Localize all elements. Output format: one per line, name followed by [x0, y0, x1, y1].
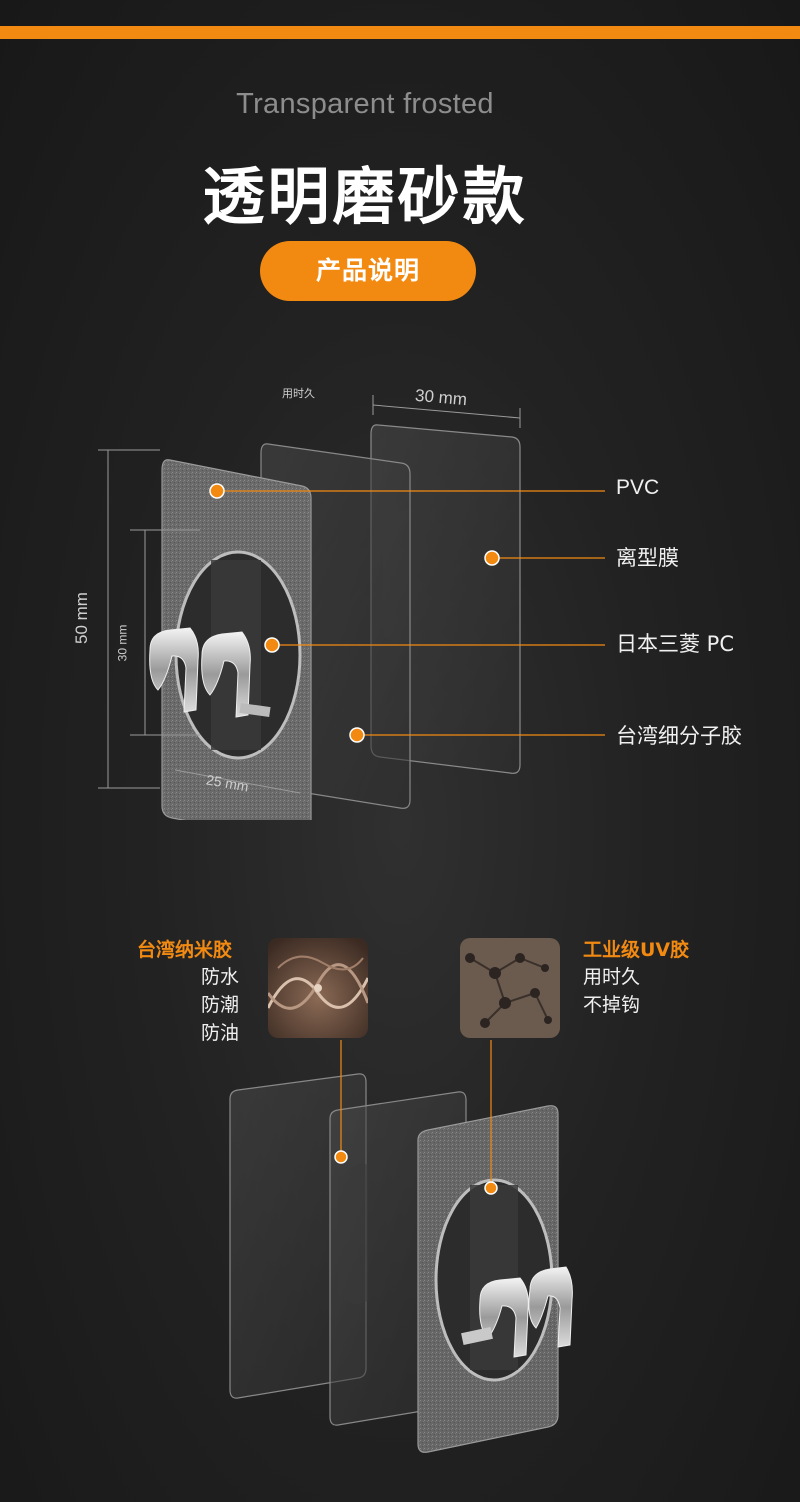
callout-dot-release-film	[484, 550, 500, 566]
right-feature-item: 用时久	[583, 966, 641, 988]
bottom-hook-right	[528, 1266, 573, 1348]
small-note: 用时久	[282, 387, 315, 400]
right-feature-title: 工业级UV胶	[583, 939, 690, 961]
layer-label-pvc: PVC	[616, 476, 660, 499]
nano-glue-image	[268, 938, 368, 1038]
uv-glue-image	[460, 938, 560, 1038]
bottom-callout-dot-left	[334, 1150, 348, 1164]
chinese-title: 透明磨砂款	[202, 160, 528, 233]
hook-left	[149, 627, 199, 713]
layer-label-pc: 日本三菱 PC	[616, 632, 735, 656]
left-feature-item: 防水	[201, 966, 240, 988]
right-feature-item: 不掉钩	[583, 994, 641, 1016]
left-feature-item: 防潮	[201, 994, 240, 1016]
hook-right	[201, 631, 251, 718]
bottom-callout-dot-right	[484, 1181, 498, 1195]
bottom-layer-diagram	[229, 1040, 573, 1453]
layer-label-adhesive: 台湾细分子胶	[616, 724, 742, 748]
callout-dot-pvc	[209, 483, 225, 499]
product-description-badge: 产品说明	[260, 241, 476, 301]
english-title: Transparent frosted	[236, 88, 494, 120]
callout-dot-pc	[264, 637, 280, 653]
left-feature-title: 台湾纳米胶	[137, 939, 233, 961]
dim-height-outer-label: 50 mm	[71, 592, 91, 644]
layer-diagram	[98, 395, 605, 820]
layer-label-release-film: 离型膜	[616, 546, 679, 570]
left-feature-item: 防油	[201, 1022, 240, 1044]
callout-dot-adhesive	[349, 727, 365, 743]
top-accent-bar	[0, 26, 800, 39]
dim-height-inner-label: 30 mm	[115, 624, 130, 662]
